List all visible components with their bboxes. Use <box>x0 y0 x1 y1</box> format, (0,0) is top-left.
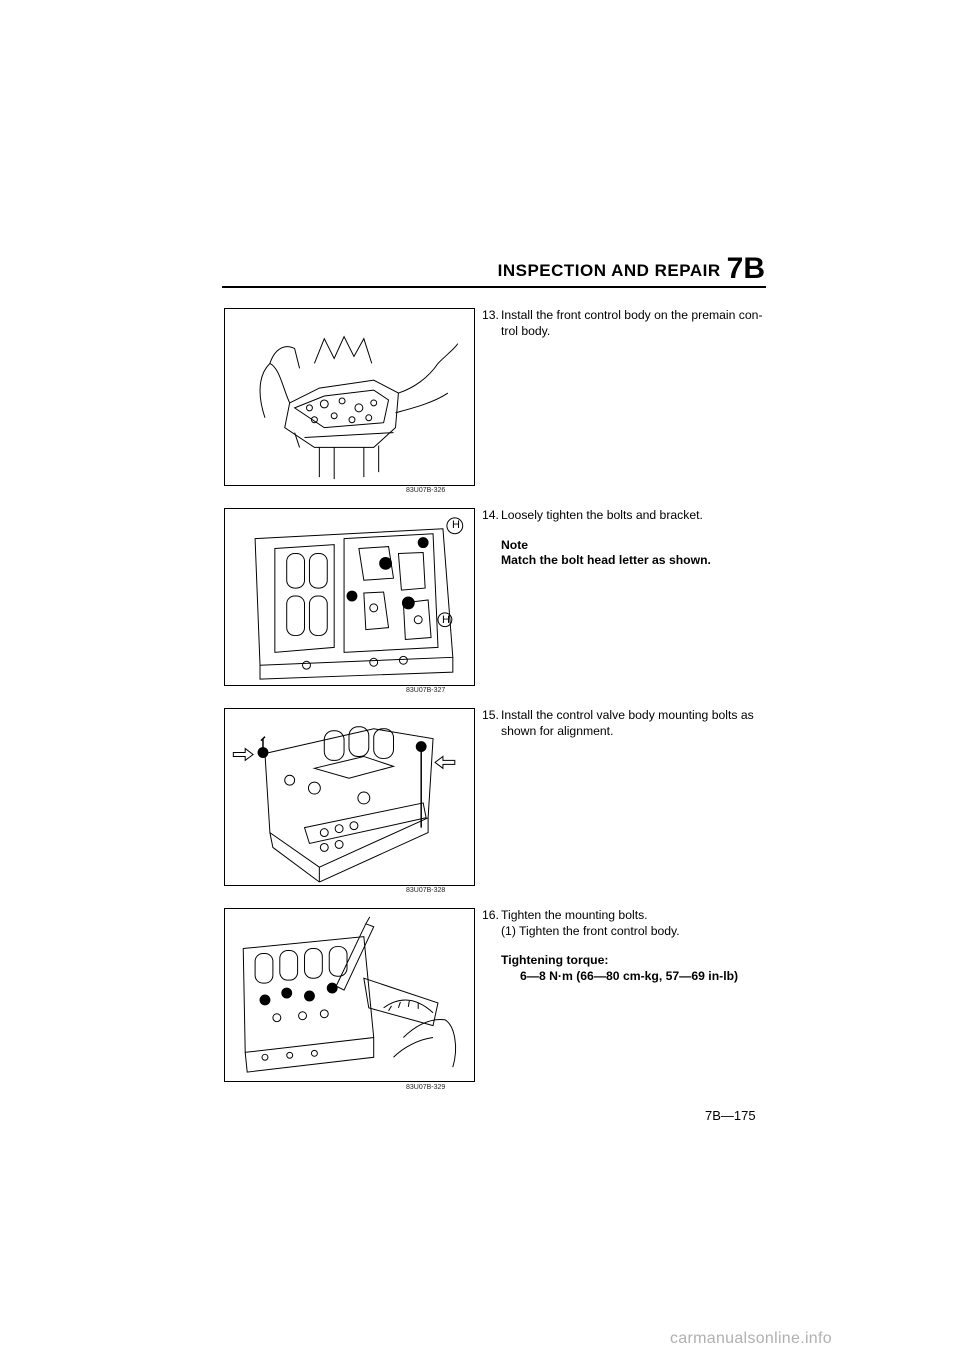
step-text: Install the front control body on the pr… <box>501 308 763 338</box>
step-number: 15. <box>482 708 499 722</box>
figure-4-illustration <box>242 916 457 1073</box>
page-number: 7B—175 <box>705 1108 756 1123</box>
figure-code: 83U07B-328 <box>406 887 446 894</box>
figure-code: 83U07B-329 <box>406 1084 446 1091</box>
torque-label: Tightening torque: <box>501 953 609 967</box>
header-title: INSPECTION AND REPAIR <box>497 261 721 280</box>
figure-torque-wrench <box>224 908 475 1082</box>
header-rule <box>222 286 766 288</box>
bolt-letter-h-side: H <box>442 614 450 626</box>
figure-code: 83U07B-327 <box>406 687 446 694</box>
step-13: 13. Install the front control body on th… <box>482 308 767 339</box>
step-number: 14. <box>482 508 499 522</box>
figure-bolt-layout: H H <box>224 508 475 686</box>
figure-front-control-body <box>224 308 475 486</box>
note-label: Note <box>501 537 529 552</box>
section-code: 7B <box>726 252 765 285</box>
step-16: 16. Tighten the mounting bolts. (1) Tigh… <box>482 908 767 984</box>
torque-value: 6—8 N·m (66—80 cm-kg, 57—69 in-lb) <box>520 968 739 983</box>
page-header: INSPECTION AND REPAIR 7B <box>222 250 765 284</box>
step-text: Loosely tighten the bolts and bracket. <box>501 508 703 522</box>
step-14: 14. Loosely tighten the bolts and bracke… <box>482 508 767 569</box>
figure-code: 83U07B-326 <box>406 487 446 494</box>
watermark: carmanualsonline.info <box>670 1330 832 1347</box>
figure-2-illustration <box>254 517 464 680</box>
note-text: Match the bolt head letter as shown. <box>501 553 711 567</box>
figure-1-illustration <box>259 335 459 480</box>
bolt-letter-h-top: H <box>452 519 460 531</box>
step-text: Tighten the mounting bolts. <box>501 908 648 922</box>
figure-3-illustration <box>232 726 456 883</box>
step-number: 13. <box>482 308 499 322</box>
step-text: Install the control valve body mounting … <box>501 708 754 738</box>
step-number: 16. <box>482 908 499 922</box>
figure-alignment-bolts <box>224 708 475 886</box>
step-15: 15. Install the control valve body mount… <box>482 708 767 739</box>
substep-text: (1) Tighten the front control body. <box>501 923 680 938</box>
